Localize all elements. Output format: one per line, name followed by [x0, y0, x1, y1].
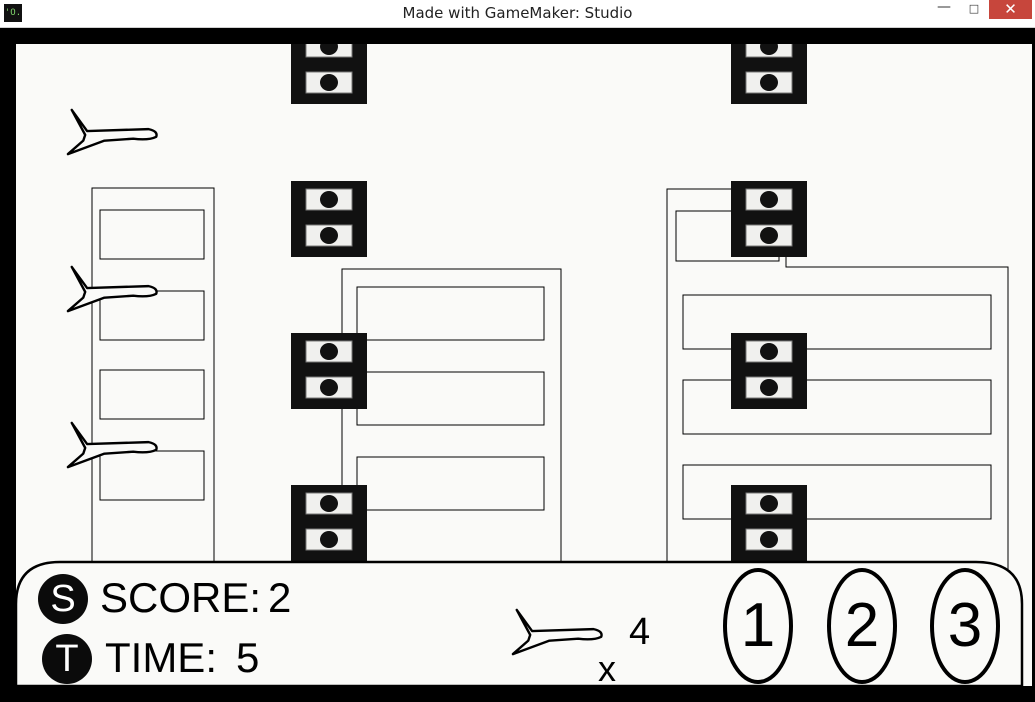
plane-enemy: [66, 421, 158, 469]
obstacle-column-left: [291, 44, 367, 561]
plane-enemy: [66, 108, 158, 156]
obstacle-column-right: [731, 44, 807, 561]
eye-block: [731, 485, 807, 561]
close-button[interactable]: ✕: [989, 0, 1032, 19]
eye-block: [291, 181, 367, 257]
building: [666, 188, 1009, 577]
game-viewport[interactable]: S SCORE: 2 T TIME: 5 x 4 1 2 3: [16, 44, 1032, 686]
building: [341, 268, 562, 578]
window-title: Made with GameMaker: Studio: [402, 4, 633, 22]
eye-block: [731, 333, 807, 409]
eye-block: [731, 44, 807, 104]
maximize-button[interactable]: □: [968, 2, 980, 15]
level-1-button[interactable]: 1: [723, 568, 793, 684]
eye-block: [291, 333, 367, 409]
eye-block: [731, 181, 807, 257]
gamemaker-icon: 'O.: [4, 4, 22, 22]
level-2-button[interactable]: 2: [827, 568, 897, 684]
minimize-button[interactable]: —: [937, 0, 951, 15]
window-titlebar: 'O. Made with GameMaker: Studio — □ ✕: [0, 0, 1035, 28]
eye-block: [291, 44, 367, 104]
building: [91, 187, 215, 579]
eye-block: [291, 485, 367, 561]
level-3-button[interactable]: 3: [930, 568, 1000, 684]
plane-player: [66, 265, 158, 313]
